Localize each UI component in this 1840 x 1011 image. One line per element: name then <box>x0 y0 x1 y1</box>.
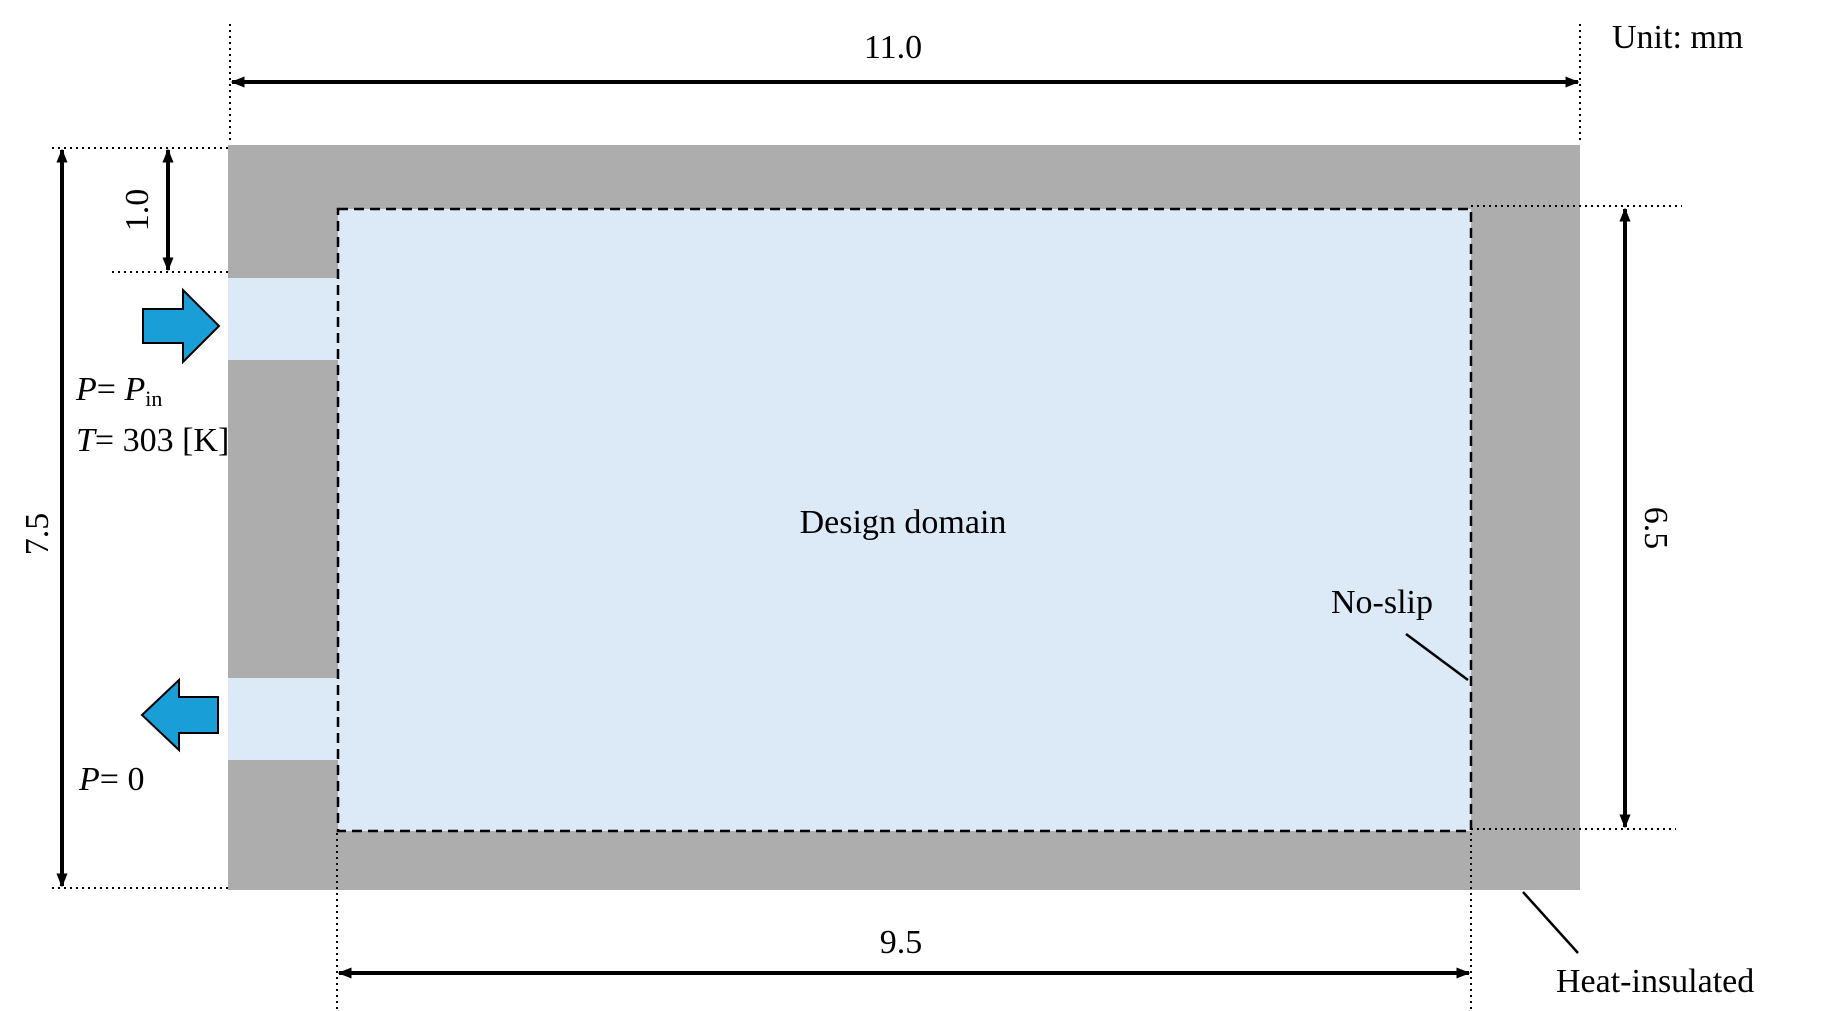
inlet-temp-value: = 303 <box>95 422 182 459</box>
outlet-pressure-value: = 0 <box>100 761 145 798</box>
inlet-arrow-icon <box>142 287 221 365</box>
inlet-temp-var: T <box>76 422 97 459</box>
design-domain-region <box>338 209 1471 831</box>
heat-insulated-label: Heat-insulated <box>1556 963 1754 1000</box>
inlet-pressure-sub: in <box>145 386 162 411</box>
no-slip-label: No-slip <box>1331 584 1433 621</box>
inlet-pressure-rhs: P <box>123 371 145 408</box>
inlet-pressure-condition: P= Pin <box>75 371 162 411</box>
outlet-channel <box>228 678 338 760</box>
design-domain-label: Design domain <box>800 504 1007 541</box>
inlet-temperature-condition: T= 303 [K] <box>76 422 229 459</box>
outlet-pressure-condition: P= 0 <box>78 761 144 798</box>
inlet-pressure-eq: = <box>97 371 125 408</box>
inlet-temp-unit: [K] <box>182 422 229 459</box>
heat-insulated-leader <box>1522 891 1579 954</box>
outlet-arrow-icon <box>140 677 219 753</box>
design-domain-boundary <box>336 207 1473 833</box>
inlet-offset-label: 1.0 <box>119 189 156 232</box>
domain-width-label: 9.5 <box>880 924 923 961</box>
inlet-channel <box>228 278 338 360</box>
total-height-label: 7.5 <box>19 513 56 556</box>
extension-lines <box>52 24 1682 1011</box>
no-slip-leader <box>1405 632 1469 682</box>
inlet-pressure-var: P <box>75 371 97 408</box>
total-width-label: 11.0 <box>864 29 922 66</box>
outlet-pressure-var: P <box>78 761 100 798</box>
unit-label: Unit: mm <box>1612 19 1743 56</box>
domain-height-label: 6.5 <box>1637 507 1674 550</box>
